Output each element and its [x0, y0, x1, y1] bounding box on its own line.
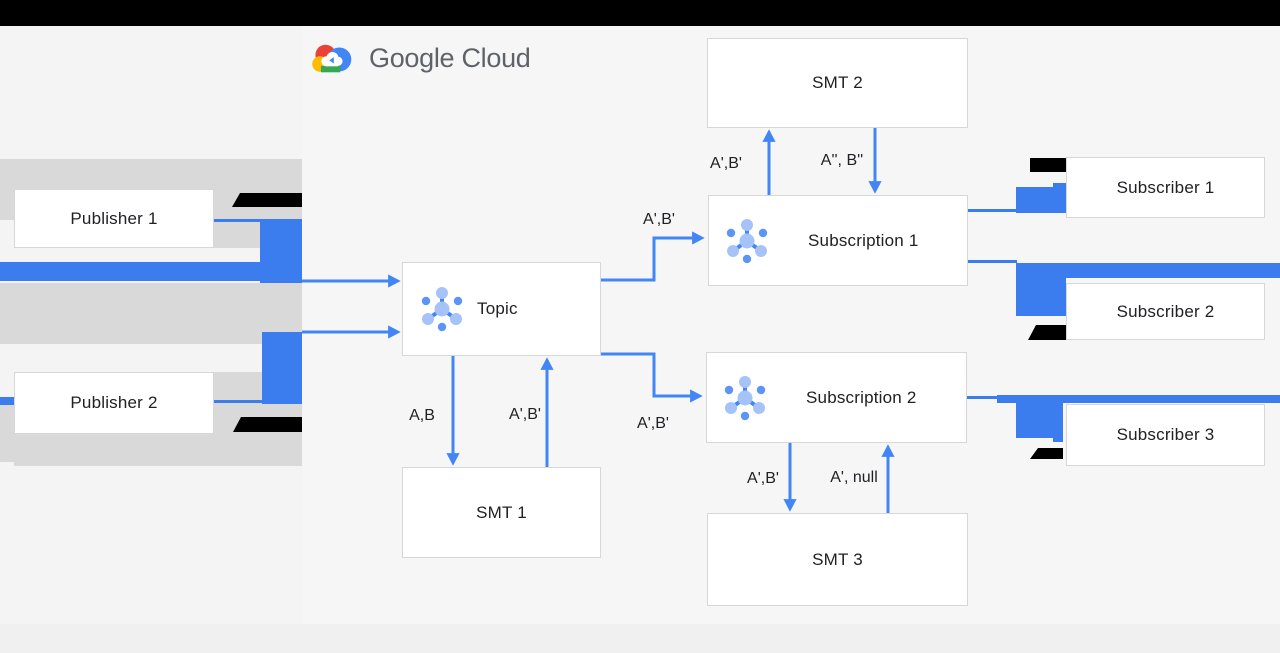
pubsub-topic-icon — [417, 284, 467, 334]
subscriber-3-label: Subscriber 3 — [1116, 425, 1215, 444]
topic-node: Topic — [402, 262, 601, 356]
gray-band — [0, 405, 14, 462]
subscriber1-arrow-notch — [1053, 183, 1066, 188]
edge-label-topic-to-smt1: A,B — [409, 407, 435, 424]
edge-label-topic-to-subscription1: A',B' — [643, 211, 675, 228]
subscriber3-vertical-bar — [1016, 396, 1063, 438]
publisher-1-node: Publisher 1 — [14, 189, 214, 248]
edge-label-smt1-to-topic: A',B' — [509, 406, 541, 423]
subscriber3-arrow-line — [967, 396, 1000, 399]
subscriber2-horizontal-bar — [1016, 263, 1280, 278]
subscriber-2-node: Subscriber 2 — [1066, 283, 1265, 340]
redaction-mark — [1030, 158, 1066, 172]
arrow-topic-to-subscription2 — [601, 352, 703, 403]
subscriber-1-label: Subscriber 1 — [1116, 177, 1215, 197]
google-cloud-logo: Google Cloud — [309, 40, 531, 77]
smt3-label: SMT 3 — [812, 549, 863, 569]
publisher-2-node: Publisher 2 — [14, 372, 214, 434]
subscriber-1-node: Subscriber 1 — [1066, 157, 1265, 218]
edge-label-topic-to-subscription2: A',B' — [637, 415, 669, 432]
subscriber3-arrow-step — [1053, 438, 1063, 442]
arrow-topic-to-subscription1 — [601, 231, 705, 282]
smt2-label: SMT 2 — [812, 73, 863, 92]
edge-label-subscription1-to-smt2: A',B' — [710, 155, 742, 172]
smt3-node: SMT 3 — [707, 513, 968, 606]
google-cloud-logo-text: Google Cloud — [369, 43, 531, 73]
topic-label: Topic — [477, 299, 518, 318]
subscriber3-horizontal-bar — [997, 395, 1280, 403]
smt2-node: SMT 2 — [707, 38, 968, 128]
smt1-label: SMT 1 — [476, 502, 527, 522]
gray-band — [0, 283, 302, 344]
subscriber2-arrow-line — [968, 260, 1017, 263]
subscription1-label: Subscription 1 — [808, 230, 919, 250]
edge-label-smt2-to-subscription1: A'', B'' — [820, 152, 864, 169]
publisher1-arrow-block — [260, 219, 302, 283]
subscription2-label: Subscription 2 — [806, 387, 917, 407]
publisher2-arrow-line — [214, 400, 262, 403]
subscriber-3-node: Subscriber 3 — [1066, 404, 1265, 466]
subscription1-node: Subscription 1 — [708, 195, 968, 286]
google-cloud-logo-icon — [309, 40, 355, 77]
pubsub-subscription-icon — [720, 373, 770, 423]
redaction-mark — [1030, 448, 1063, 459]
edge-label-smt3-to-subscription2: A', null — [830, 469, 878, 486]
publisher2-arrow-block — [262, 332, 302, 404]
publisher1-horizontal-bar — [0, 262, 260, 281]
subscriber1-arrow-line — [968, 209, 1020, 212]
subscription2-node: Subscription 2 — [706, 352, 967, 443]
publisher1-arrow-line — [214, 219, 260, 222]
subscriber1-arrow-block — [1016, 187, 1066, 213]
top-black-bar — [0, 0, 1280, 26]
edge-label-subscription2-to-smt3: A',B' — [747, 470, 779, 487]
redaction-mark — [232, 193, 302, 207]
publisher2-left-bar — [0, 397, 14, 405]
redaction-mark — [1028, 325, 1066, 340]
smt1-node: SMT 1 — [402, 467, 601, 558]
subscriber2-vertical-bar — [1016, 263, 1066, 316]
subscriber-2-label: Subscriber 2 — [1116, 301, 1215, 321]
publisher-2-label: Publisher 2 — [70, 393, 158, 412]
publisher-1-label: Publisher 1 — [70, 208, 158, 228]
redaction-mark — [233, 417, 302, 432]
pubsub-subscription-icon — [722, 216, 772, 266]
bottom-strip — [0, 624, 1280, 653]
